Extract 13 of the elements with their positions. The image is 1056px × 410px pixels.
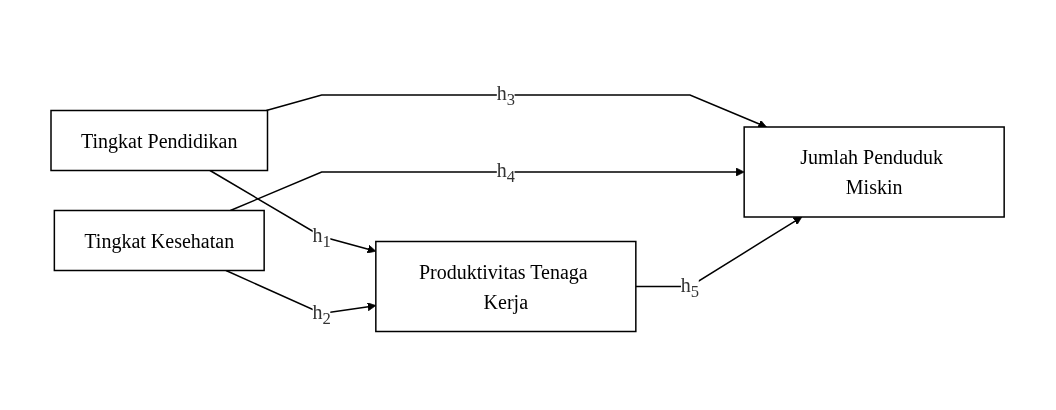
edge-label: h$_{5}$ xyxy=(681,273,700,301)
arrow xyxy=(209,170,377,254)
edge-label: h$_{4}$ xyxy=(497,159,516,187)
node-box: Tingkat Kesehatan xyxy=(54,210,266,272)
edge-label: h$_{1}$ xyxy=(312,223,332,251)
edge-label: h$_{3}$ xyxy=(497,82,516,110)
node-box: Jumlah Penduduk Miskin xyxy=(743,126,1006,218)
node-box: Produktivitas Tenaga Kerja xyxy=(375,241,637,333)
node-box: Tingkat Pendidikan xyxy=(50,110,269,172)
arrow xyxy=(266,94,768,129)
arrow xyxy=(225,270,377,315)
arrow xyxy=(230,167,745,212)
edge-label: h$_{2}$ xyxy=(312,300,332,328)
